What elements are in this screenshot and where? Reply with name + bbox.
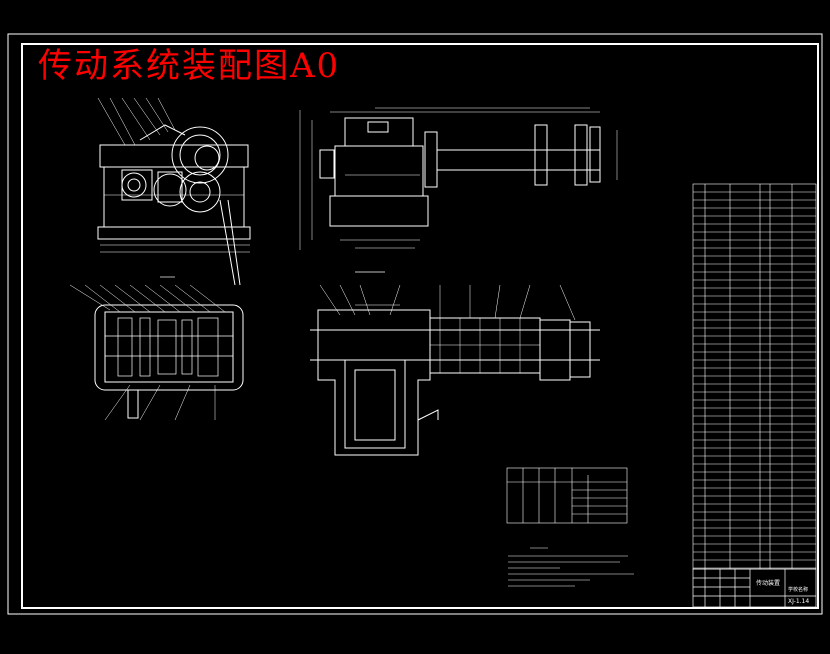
- gearbox-section-view: [160, 271, 600, 456]
- technical-parameter-table: [506, 467, 628, 524]
- gearbox-plan-view: [69, 284, 244, 421]
- title-block-name: 传动装置: [756, 580, 781, 587]
- title-block-company: 学校名称: [788, 587, 809, 593]
- drawing-title: 传动系统装配图A0: [38, 46, 341, 86]
- gearbox-side-view: [299, 107, 618, 250]
- technical-requirements-notes: [508, 547, 634, 587]
- gearbox-front-view: [97, 97, 251, 286]
- title-block-code: XJ-1.14: [788, 598, 810, 605]
- title-block: [692, 568, 817, 608]
- drawing-frame: [7, 33, 823, 615]
- parts-list-table: [692, 183, 817, 570]
